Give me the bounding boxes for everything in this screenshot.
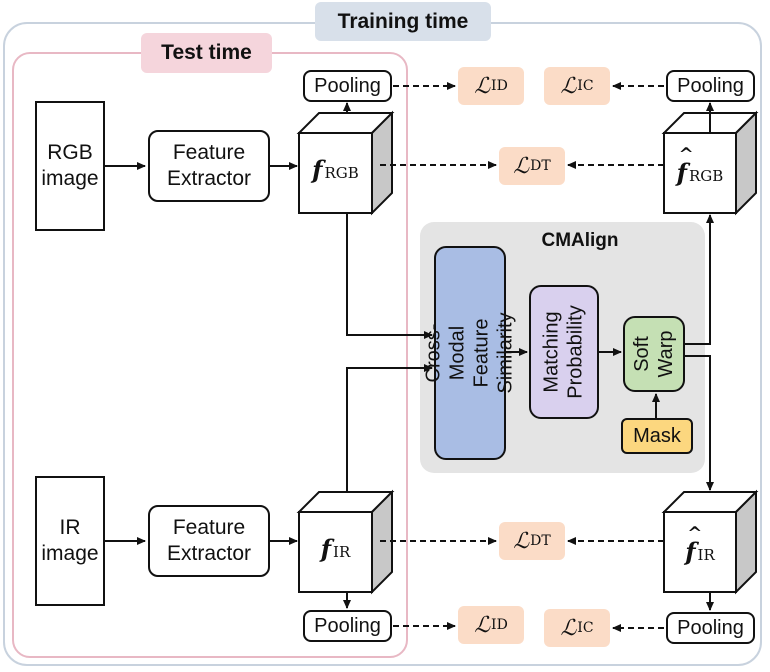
matching-probability-block: Matching Probability (529, 285, 599, 419)
cross-modal-similarity-block: Cross-Modal Feature Similarity (423, 246, 517, 460)
rgb-image-input: RGB image (35, 101, 105, 231)
cube-f-ir (296, 489, 395, 595)
pooling-hat-rgb: Pooling (666, 70, 755, 102)
feature-extractor-ir: Feature Extractor (148, 505, 270, 577)
cross-modal-similarity-label: Cross-Modal Feature Similarity (423, 312, 518, 394)
soft-warp-block: Soft Warp (623, 316, 685, 392)
fhat-ir-label: fIR (664, 523, 736, 566)
training-time-label: Training time (315, 2, 491, 41)
pooling-rgb: Pooling (303, 70, 392, 102)
pooling-hat-ir: Pooling (666, 612, 755, 644)
cube-f-rgb (296, 110, 395, 216)
soft-warp-label: Soft Warp (631, 330, 677, 378)
ir-image-input: IR image (35, 476, 105, 606)
cmalign-title: CMAlign (541, 230, 619, 251)
matching-probability-label: Matching Probability (541, 305, 587, 399)
mask-block: Mask (621, 418, 693, 454)
test-time-label: Test time (141, 33, 272, 73)
pooling-ir: Pooling (303, 610, 392, 642)
feature-extractor-rgb: Feature Extractor (148, 130, 270, 202)
